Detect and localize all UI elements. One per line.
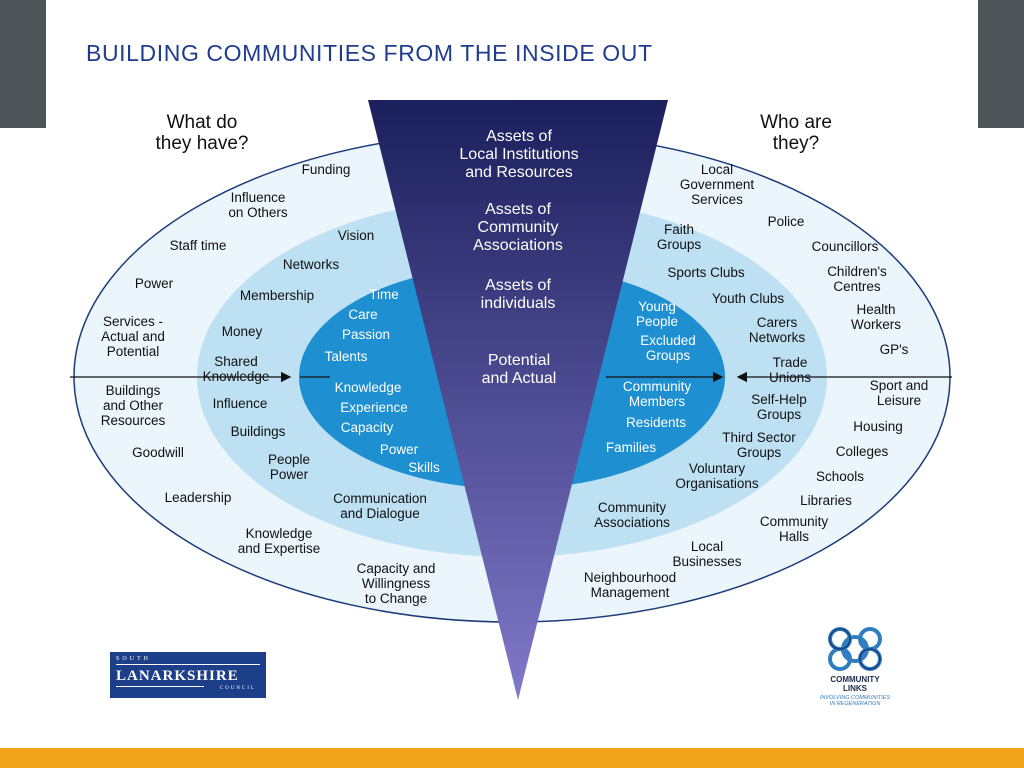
left-outer-item: Funding	[302, 162, 351, 177]
right-side-panel	[978, 0, 1024, 128]
left-outer-item: Staff time	[170, 238, 227, 253]
south-lanarkshire-logo: SOUTH LANARKSHIRE COUNCIL	[110, 652, 266, 698]
left-middle-item: Influence	[213, 396, 268, 411]
right-outer-item: Schools	[816, 469, 864, 484]
right-outer-item: Police	[768, 214, 805, 229]
left-side-panel	[0, 0, 46, 128]
right-middle-item: Youth Clubs	[712, 291, 785, 306]
left-middle-item: Buildings	[231, 424, 286, 439]
center-wedge	[368, 100, 668, 700]
left-inner-item: Knowledge	[335, 380, 402, 395]
left-middle-item: Networks	[283, 257, 340, 272]
left-outer-item: Leadership	[165, 490, 232, 505]
knot-icon	[828, 627, 882, 671]
left-outer-item: Power	[135, 276, 174, 291]
community-links-logo: COMMUNITY LINKS INVOLVING COMMUNITIES IN…	[790, 625, 920, 715]
left-inner-item: Experience	[340, 400, 408, 415]
left-middle-item: Vision	[338, 228, 375, 243]
left-inner-item: Passion	[342, 327, 390, 342]
slide-title: BUILDING COMMUNITIES FROM THE INSIDE OUT	[86, 40, 653, 66]
left-inner-item: Power	[380, 442, 419, 457]
right-middle-item: Sports Clubs	[667, 265, 745, 280]
left-inner-item: Care	[348, 307, 377, 322]
left-inner-item: Skills	[408, 460, 440, 475]
right-outer-item: Housing	[853, 419, 903, 434]
right-outer-item: Libraries	[800, 493, 852, 508]
left-middle-item: Money	[222, 324, 263, 339]
right-inner-item: Residents	[626, 415, 686, 430]
left-outer-item: Goodwill	[132, 445, 184, 460]
community-links-tagline: INVOLVING COMMUNITIES IN REGENERATION	[819, 695, 891, 707]
community-links-name: COMMUNITY LINKS	[830, 675, 880, 693]
left-inner-item: Talents	[325, 349, 368, 364]
bottom-accent-bar	[0, 748, 1024, 768]
right-outer-item: Councillors	[812, 239, 879, 254]
left-inner-item: Time	[369, 287, 399, 302]
right-outer-item: GP's	[880, 342, 909, 357]
left-middle-item: Membership	[240, 288, 314, 303]
right-inner-item: Families	[606, 440, 657, 455]
right-outer-item: Colleges	[836, 444, 889, 459]
left-inner-item: Capacity	[341, 420, 394, 435]
